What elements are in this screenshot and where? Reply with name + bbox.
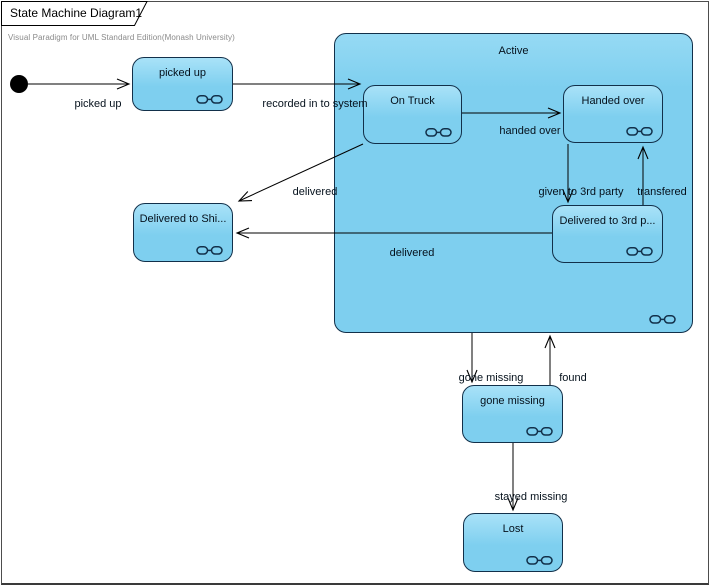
submachine-link-icon xyxy=(649,315,676,324)
state-name-gone-missing: gone missing xyxy=(480,395,545,407)
state-name-active: Active xyxy=(498,45,529,57)
transition-label-gone-missing-lost: stayed missing xyxy=(494,491,568,503)
submachine-link-icon xyxy=(425,128,452,137)
state-lost[interactable]: Lost xyxy=(463,513,563,572)
state-active[interactable]: Active xyxy=(334,33,693,333)
transition-label-handed-over-delivered-3rd: given to 3rd party xyxy=(538,186,624,198)
submachine-link-icon xyxy=(626,127,653,136)
state-picked-up[interactable]: picked up xyxy=(132,57,233,111)
state-name-handed-over: Handed over xyxy=(581,95,645,107)
diagram-title: State Machine Diagram1 xyxy=(10,6,143,20)
transition-label-initial-picked-up: picked up xyxy=(74,98,122,110)
transition-label-on-truck-handed-over: handed over xyxy=(499,125,561,137)
initial-state[interactable] xyxy=(10,75,28,93)
state-name-lost: Lost xyxy=(502,523,524,535)
transition-label-delivered-3rd-handed-over: transfered xyxy=(637,186,687,198)
diagram-title-tab[interactable]: State Machine Diagram1 xyxy=(1,1,153,27)
transition-on-truck-delivered-shi[interactable] xyxy=(237,143,364,202)
watermark-text: Visual Paradigm for UML Standard Edition… xyxy=(8,33,235,42)
transition-label-delivered-3rd-delivered-shi: delivered xyxy=(389,247,435,259)
state-handed-over[interactable]: Handed over xyxy=(563,85,663,143)
state-delivered-shi[interactable]: Delivered to Shi... xyxy=(133,203,233,262)
transition-label-gone-missing-active: found xyxy=(559,372,587,384)
submachine-link-icon xyxy=(526,427,553,436)
transition-label-picked-up-on-truck: recorded in to system xyxy=(262,98,368,110)
state-name-picked-up: picked up xyxy=(158,67,207,79)
state-name-on-truck: On Truck xyxy=(390,95,435,107)
state-on-truck[interactable]: On Truck xyxy=(363,85,462,144)
submachine-link-icon xyxy=(626,247,653,256)
transition-label-on-truck-delivered-shi: delivered xyxy=(292,186,338,198)
submachine-link-icon xyxy=(196,95,223,104)
submachine-link-icon xyxy=(526,556,553,565)
title-tab-shape xyxy=(1,1,148,26)
submachine-link-icon xyxy=(196,246,223,255)
state-delivered-3rd[interactable]: Delivered to 3rd p... xyxy=(552,205,663,263)
transition-label-active-gone-missing: gone missing xyxy=(458,372,524,384)
state-gone-missing[interactable]: gone missing xyxy=(462,385,563,443)
state-name-delivered-shi: Delivered to Shi... xyxy=(139,213,227,225)
state-name-delivered-3rd: Delivered to 3rd p... xyxy=(559,215,656,227)
